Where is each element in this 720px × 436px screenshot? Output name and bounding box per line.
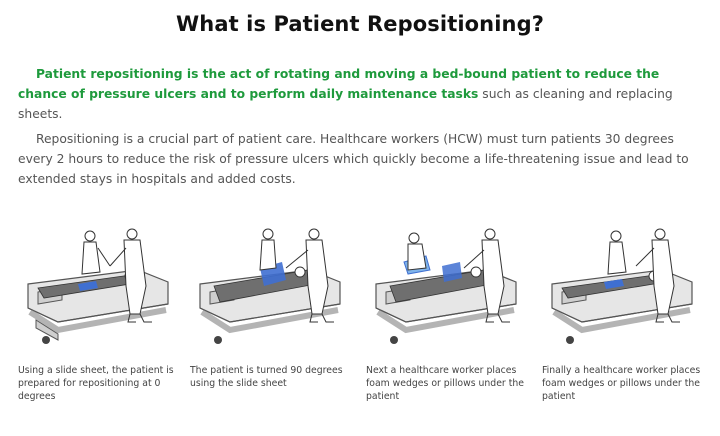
- step-4-illustration: [542, 222, 707, 352]
- intro-highlight: Patient repositioning is the act of rota…: [18, 67, 660, 101]
- bed-patient-wedge-illustration: [375, 228, 517, 344]
- step-2-caption: The patient is turned 90 degrees using t…: [190, 365, 343, 389]
- bed-patient-turn-illustration: [199, 228, 341, 344]
- repositioning-paragraph: Repositioning is a crucial part of patie…: [18, 129, 706, 189]
- intro-paragraph: Patient repositioning is the act of rota…: [18, 64, 706, 124]
- bed-patient-slide-sheet-illustration: [27, 228, 169, 344]
- step-1-illustration: [18, 222, 183, 352]
- bed-patient-final-illustration: [551, 228, 693, 344]
- step-2-illustration: [190, 222, 355, 352]
- page-title: What is Patient Repositioning?: [176, 12, 544, 36]
- step-3-caption: Next a healthcare worker places foam wed…: [366, 365, 524, 402]
- step-1-caption: Using a slide sheet, the patient is prep…: [18, 365, 174, 402]
- step-3-illustration: [366, 222, 531, 352]
- step-4-caption: Finally a healthcare worker places foam …: [542, 365, 701, 402]
- intro-rest: such as cleaning and replacing sheets.: [18, 87, 673, 121]
- repositioning-text: Repositioning is a crucial part of patie…: [18, 132, 689, 186]
